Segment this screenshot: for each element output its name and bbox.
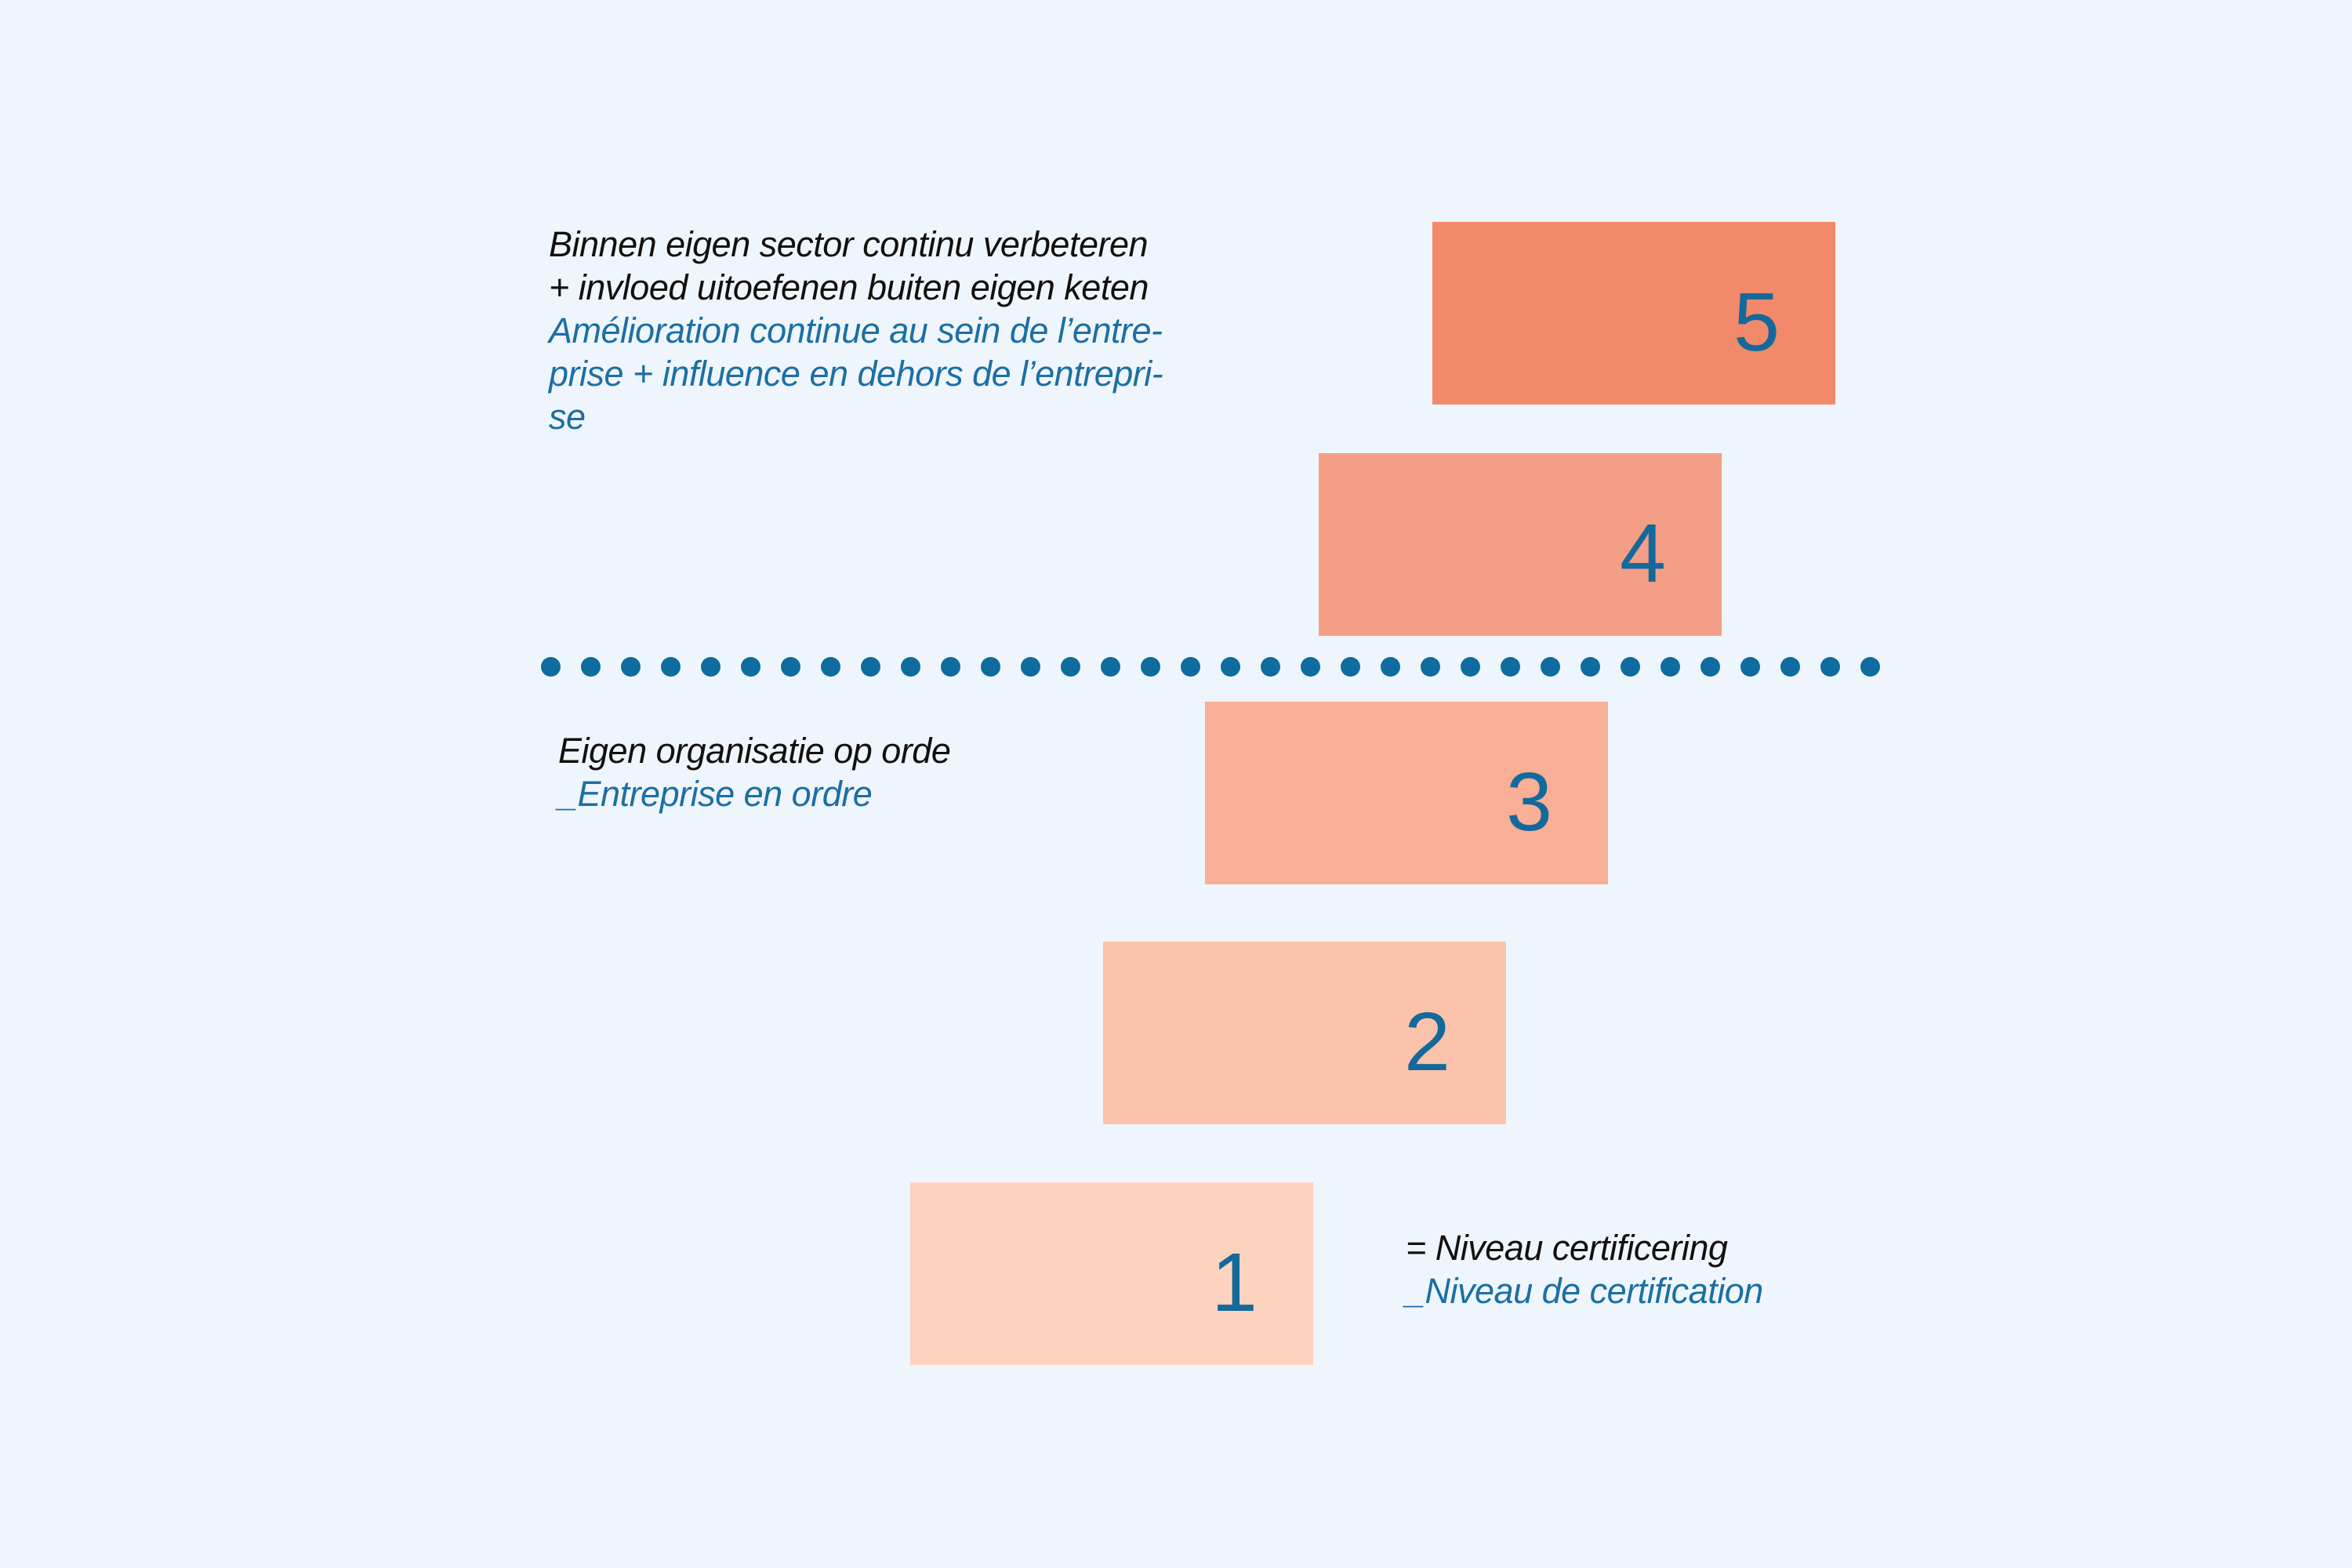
divider-dot [701, 657, 720, 677]
divider-dot [1341, 657, 1360, 677]
divider-dot [1301, 657, 1320, 677]
divider-dot [941, 657, 960, 677]
divider-dot [1381, 657, 1400, 677]
divider-dot [1740, 657, 1760, 677]
annotation-top-nl: Binnen eigen sector continu verbeteren +… [549, 223, 1333, 309]
level-number-3: 3 [1506, 756, 1552, 848]
level-number-4: 4 [1620, 507, 1666, 600]
legend-nl-line-1: = Niveau certificering [1406, 1228, 1728, 1268]
divider-dot [1820, 657, 1840, 677]
divider-dot [1581, 657, 1600, 677]
divider-dot [1141, 657, 1160, 677]
legend-fr-line-1: _Niveau de certification [1406, 1271, 1763, 1311]
divider-dot [821, 657, 840, 677]
level-bar-4[interactable]: 4 [1319, 453, 1722, 636]
legend-nl: = Niveau certificering [1406, 1226, 2033, 1269]
divider-dot [1621, 657, 1640, 677]
annotation-top: Binnen eigen sector continu verbeteren +… [549, 223, 1333, 438]
annotation-top-fr-line-3: se [549, 397, 586, 437]
divider-dot [1700, 657, 1720, 677]
legend: = Niveau certificering _Niveau de certif… [1406, 1226, 2033, 1312]
legend-fr: _Niveau de certification [1406, 1269, 2033, 1312]
divider-dot [621, 657, 641, 677]
divider-dot [1541, 657, 1560, 677]
level-number-1: 1 [1211, 1236, 1258, 1329]
divider-dot [1661, 657, 1680, 677]
divider-dot [581, 657, 601, 677]
divider-dot [781, 657, 800, 677]
level-bar-2[interactable]: 2 [1103, 942, 1506, 1124]
level-bar-1[interactable]: 1 [910, 1182, 1313, 1365]
annotation-middle-nl-line-1: Eigen organisatie op orde [558, 731, 951, 771]
divider-dot [1181, 657, 1200, 677]
divider-dot [1221, 657, 1240, 677]
annotation-top-nl-line-2: + invloed uitoefenen buiten eigen keten [549, 267, 1149, 307]
divider-dot [1261, 657, 1280, 677]
divider-dot [1461, 657, 1480, 677]
level-number-2: 2 [1404, 996, 1450, 1088]
annotation-top-nl-line-1: Binnen eigen sector continu verbeteren [549, 224, 1149, 264]
divider-dot [541, 657, 561, 677]
level-number-5: 5 [1733, 276, 1780, 368]
divider-dot [1021, 657, 1040, 677]
annotation-middle-fr-line-1: _Entreprise en ordre [558, 774, 873, 814]
annotation-middle: Eigen organisatie op orde _Entreprise en… [558, 729, 1264, 815]
annotation-top-fr-line-2: prise + influence en dehors de l’entrepr… [549, 354, 1163, 394]
level-bar-3[interactable]: 3 [1205, 702, 1608, 884]
annotation-middle-fr: _Entreprise en ordre [558, 772, 1264, 815]
divider-dot [1101, 657, 1120, 677]
divider-dot [1780, 657, 1800, 677]
annotation-top-fr: Amélioration continue au sein de l’entre… [549, 309, 1333, 438]
divider-dot [901, 657, 920, 677]
divider-dot [1501, 657, 1520, 677]
divider-dot [1061, 657, 1080, 677]
divider-dot [981, 657, 1000, 677]
level-bar-5[interactable]: 5 [1432, 222, 1835, 405]
divider-dot [741, 657, 760, 677]
divider-dot [861, 657, 880, 677]
divider-dot [661, 657, 681, 677]
divider-dot [1860, 657, 1880, 677]
divider-dot [1421, 657, 1440, 677]
annotation-middle-nl: Eigen organisatie op orde [558, 729, 1264, 772]
dotted-divider [541, 657, 1880, 677]
annotation-top-fr-line-1: Amélioration continue au sein de l’entre… [549, 310, 1163, 350]
